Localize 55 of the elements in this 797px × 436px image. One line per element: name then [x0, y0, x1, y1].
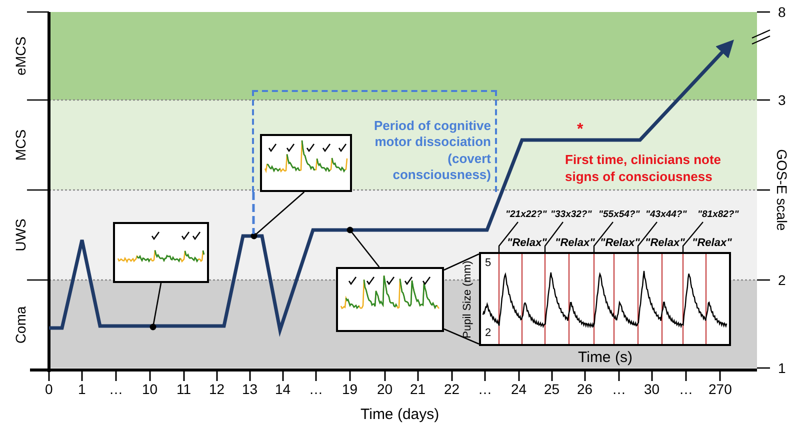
tick-label: 0 — [45, 382, 53, 396]
question-text: "55x54?" — [598, 210, 640, 220]
leader-line — [150, 282, 162, 330]
scale-value: 3 — [778, 93, 786, 107]
axis-title: Time (days) — [360, 406, 440, 422]
pupil-size-plot — [479, 252, 731, 346]
tick-label: 21 — [410, 382, 426, 396]
state-label: UWS — [12, 218, 27, 252]
zoom-line — [443, 253, 480, 345]
tick-label: … — [679, 382, 693, 396]
tick-label: … — [109, 382, 123, 396]
region-label: Period of cognitive motor dissociation (covert consciousness) — [372, 118, 491, 183]
leader-line — [346, 226, 380, 268]
tick-label: 12 — [209, 382, 225, 396]
tick-label: … — [309, 382, 323, 396]
state-label: eMCS — [12, 36, 27, 76]
tick-label: … — [612, 382, 626, 396]
question-text: "33x32?" — [550, 210, 592, 220]
dashed-region — [252, 90, 497, 192]
tick-label: 22 — [444, 382, 460, 396]
cue-text: "Relax" — [692, 238, 732, 248]
tick-label: 13 — [242, 382, 258, 396]
cue-text: "Relax" — [600, 238, 640, 248]
tick-label: 25 — [544, 382, 560, 396]
question-text: "21x22?" — [506, 210, 547, 220]
state-label: Coma — [13, 306, 28, 344]
dashed-line — [252, 192, 255, 234]
scale-value: 8 — [778, 5, 786, 19]
tick-label: 19 — [342, 382, 358, 396]
tick-label: 14 — [275, 382, 291, 396]
annotation-text: First time, clinicians note signs of consciousness — [565, 152, 722, 186]
axis-title: GOS-E scale — [774, 149, 789, 231]
question-text: "43x44?" — [646, 210, 687, 220]
tick-label: 270 — [708, 382, 732, 396]
tick-label: 10 — [142, 382, 158, 396]
tick-label: 1 — [78, 382, 86, 396]
tick-label: 24 — [511, 382, 527, 396]
question-text: "81x82?" — [698, 210, 739, 220]
tick-label: 11 — [176, 382, 192, 396]
axis-title: Pupil Size (mm) — [462, 260, 474, 338]
tick-label: 26 — [577, 382, 593, 396]
cue-text: "Relax" — [507, 238, 547, 248]
asterisk: * — [577, 122, 584, 138]
scale-value: 1 — [778, 361, 786, 375]
axis-title: Time (s) — [578, 350, 632, 364]
axis-value: 5 — [485, 258, 492, 269]
tick-label: 30 — [644, 382, 660, 396]
leader-line — [250, 192, 305, 240]
axis-value: 2 — [485, 328, 492, 339]
cue-text: "Relax" — [555, 238, 595, 248]
state-label: MCS — [13, 129, 28, 161]
tick-label: … — [478, 382, 492, 396]
cue-text: "Relax" — [645, 238, 685, 248]
scale-value: 2 — [778, 273, 786, 287]
tick-label: 20 — [377, 382, 393, 396]
